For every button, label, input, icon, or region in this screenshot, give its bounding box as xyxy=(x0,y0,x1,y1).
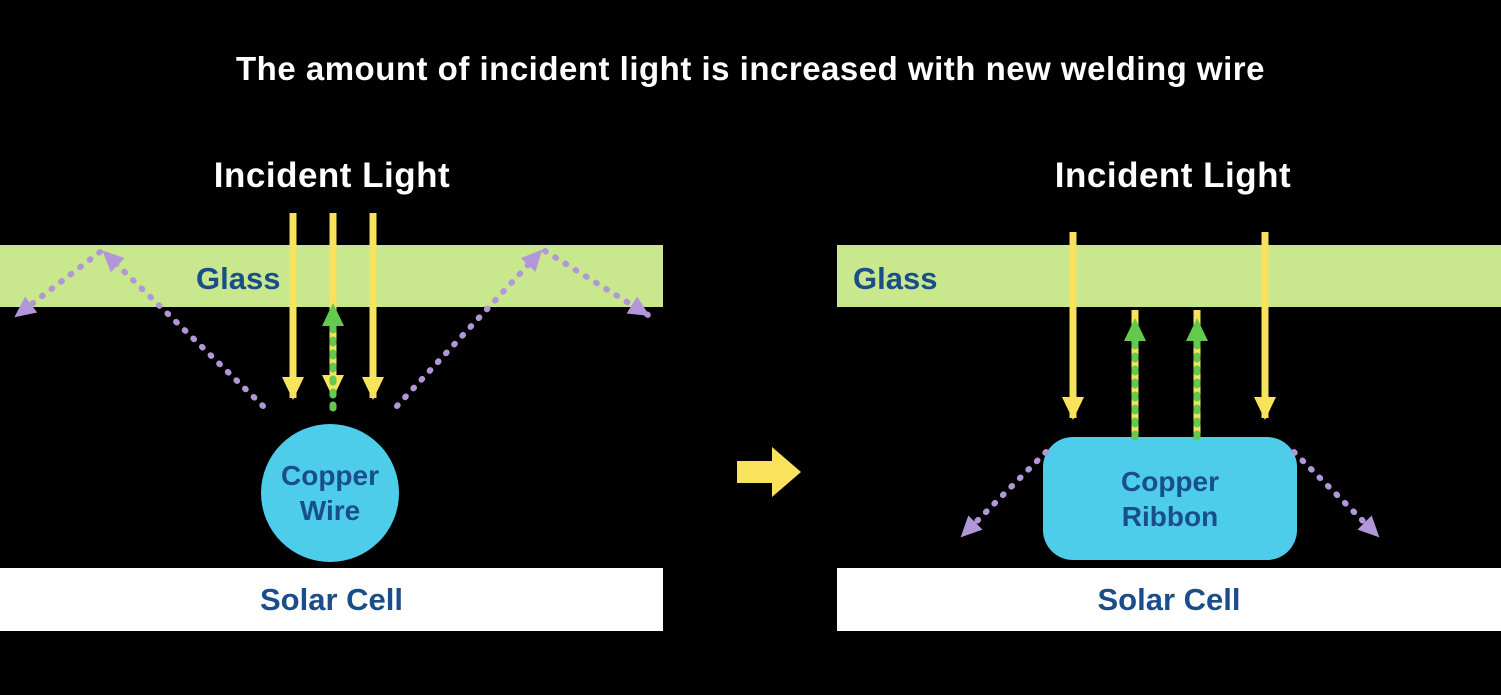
copper-wire-label-line2: Wire xyxy=(299,495,361,526)
solar-cell-left: Solar Cell xyxy=(0,568,663,631)
incident-light-label-right: Incident Light xyxy=(1054,156,1292,195)
solar-cell-label-left: Solar Cell xyxy=(260,581,403,617)
copper-ribbon-label-line1: Copper xyxy=(1121,465,1219,497)
incident-light-label-left: Incident Light xyxy=(213,156,451,195)
transition-right-arrow-icon xyxy=(737,447,801,497)
glass-label-left: Glass xyxy=(196,261,281,296)
diagram-title: The amount of incident light is increase… xyxy=(236,50,1265,87)
escaping-light-arrow-right-up xyxy=(394,248,544,409)
escaping-light-arrow-left-out xyxy=(13,249,103,319)
copper-wire-label-line1: Copper xyxy=(281,460,379,491)
escaping-light-arrow-ribbon-right xyxy=(1291,449,1381,539)
glass-label-right: Glass xyxy=(853,261,938,296)
copper-ribbon-shape: Copper Ribbon xyxy=(1043,437,1297,560)
escaping-light-arrow-right-out xyxy=(542,248,651,318)
copper-wire-shape: Copper Wire xyxy=(261,424,399,562)
escaping-light-arrow-ribbon-left xyxy=(959,449,1049,539)
solar-cell-label-right: Solar Cell xyxy=(1097,581,1241,617)
copper-ribbon-label-line2: Ribbon xyxy=(1121,500,1219,532)
escaping-light-arrow-left-up xyxy=(101,249,266,409)
solar-cell-right: Solar Cell xyxy=(837,568,1501,631)
glass-band-right xyxy=(837,245,1501,307)
